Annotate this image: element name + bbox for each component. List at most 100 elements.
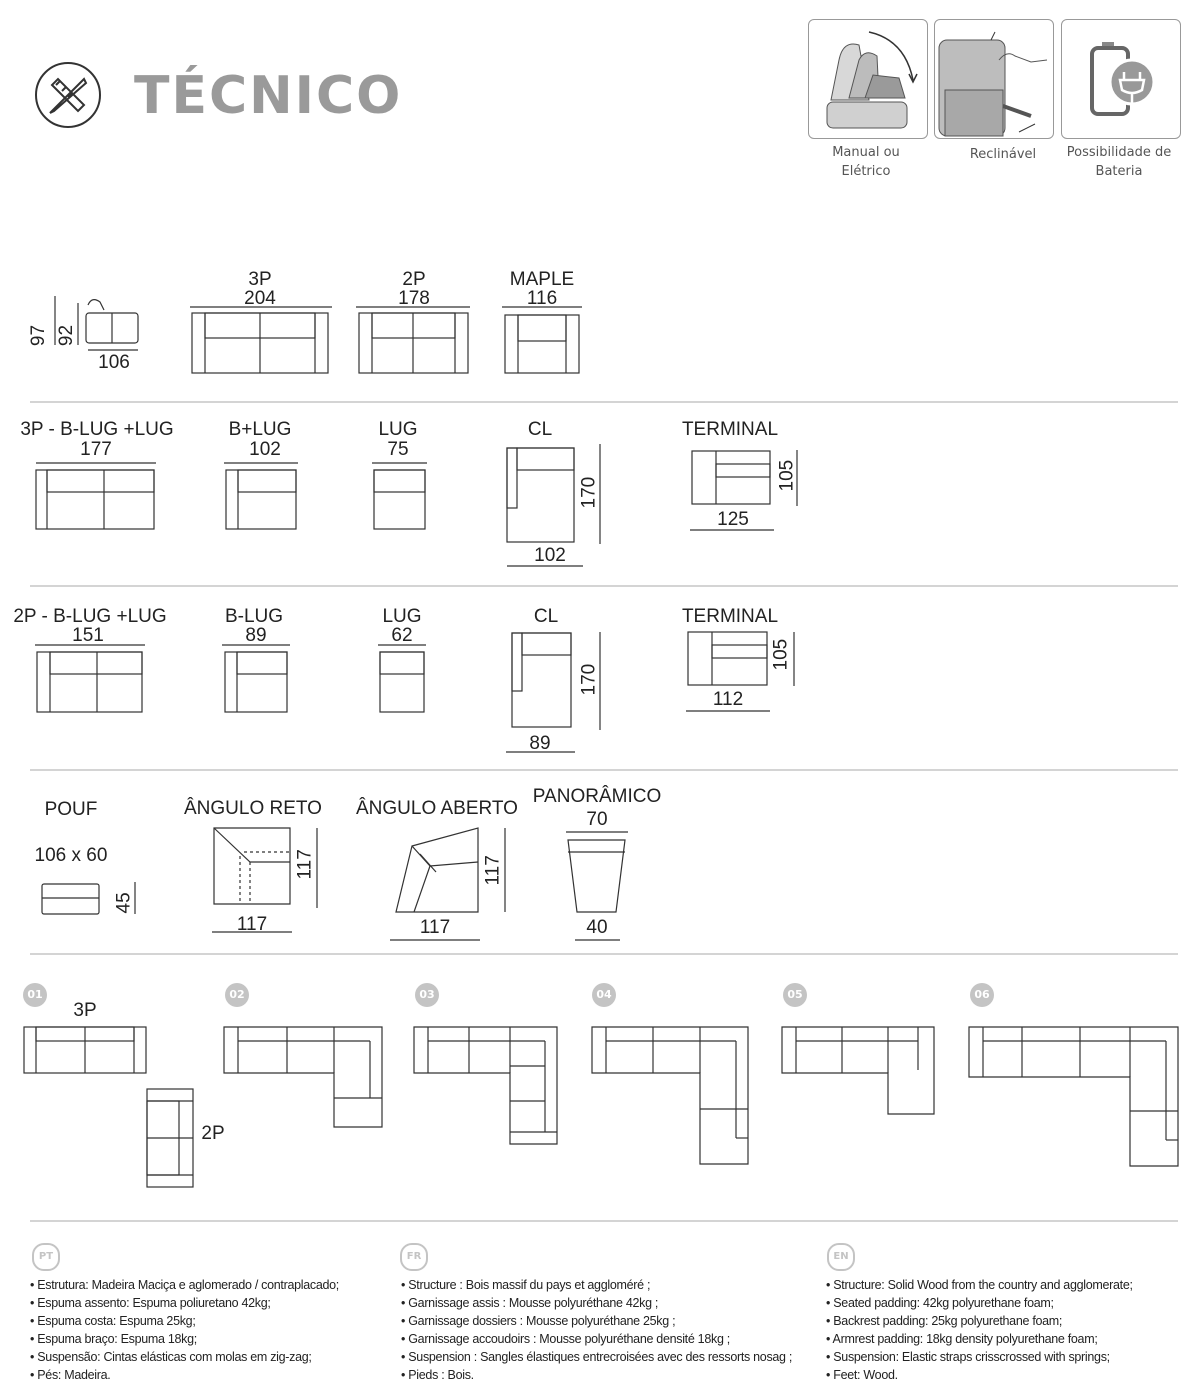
angulo-aberto-width: 117 (419, 917, 451, 938)
maple-drawing (502, 306, 582, 374)
cl-small-drawing (506, 632, 601, 753)
row2-item1-name: 3P - B-LUG +LUG (20, 419, 174, 440)
row3-item2-width: 89 (245, 625, 267, 646)
angulo-aberto-depth: 117 (482, 855, 504, 886)
config-number: 04 (592, 983, 616, 1007)
config-01-label-2p: 2P (201, 1123, 225, 1144)
row3-item1-name: 2P - B-LUG +LUG (13, 606, 167, 627)
pouf-height: 45 (113, 892, 135, 914)
cl-drawing (506, 444, 601, 567)
row3-item1-width: 151 (72, 625, 104, 646)
spec-line: • Espuma braço: Espuma 18kg; (30, 1332, 197, 1346)
spec-line: • Espuma costa: Espuma 25kg; (30, 1314, 196, 1328)
angulo-aberto-drawing (390, 827, 506, 941)
panoramico-name: PANORÂMICO (532, 786, 662, 807)
recliner-motion-icon (826, 31, 918, 129)
spec-line: • Pieds : Bois. (401, 1368, 474, 1382)
pouf-name: POUF (44, 799, 98, 820)
b-lug-drawing (222, 644, 290, 713)
row2-item4-name: CL (527, 419, 553, 440)
row3-item4-length: 170 (578, 663, 600, 696)
row2-item1-width: 177 (80, 439, 112, 460)
angulo-reto-width: 117 (236, 914, 268, 935)
angulo-reto-name: ÂNGULO RETO (184, 798, 322, 819)
row3-item5-width: 112 (712, 689, 744, 710)
page-title: TÉCNICO (134, 66, 403, 126)
lang-badge-pt: PT (32, 1243, 60, 1271)
panoramico-top: 70 (586, 809, 608, 830)
side-depth: 106 (98, 352, 130, 373)
item-maple-width: 116 (526, 288, 558, 309)
config-02-drawing (223, 1026, 383, 1128)
technical-pencil-ruler-icon (35, 62, 101, 128)
config-number: 02 (225, 983, 249, 1007)
spec-line: • Garnissage dossiers : Mousse polyuréth… (401, 1314, 676, 1328)
config-01-label-3p: 3P (73, 1000, 97, 1021)
row3-item4-name: CL (533, 606, 559, 627)
panoramico-bottom: 40 (586, 917, 608, 938)
blug-drawing (224, 462, 298, 530)
config-04-drawing (591, 1026, 749, 1165)
row3-item3-name: LUG (382, 606, 422, 627)
config-05-drawing (781, 1026, 935, 1115)
terminal-small-drawing (686, 631, 795, 712)
feature-reclinable (934, 19, 1054, 139)
spec-line: • Armrest padding: 18kg density polyuret… (826, 1332, 1098, 1346)
row3-item4-width: 89 (529, 733, 551, 754)
config-03-drawing (413, 1026, 558, 1145)
spec-list-fr: • Structure : Bois massif du pays et agg… (401, 1276, 792, 1384)
config-number: 03 (415, 983, 439, 1007)
spec-line: • Structure : Bois massif du pays et agg… (401, 1278, 651, 1292)
pouf-drawing (41, 882, 136, 915)
config-number: 01 (23, 983, 47, 1007)
spec-line: • Backrest padding: 25kg polyurethane fo… (826, 1314, 1063, 1328)
row2-item4-width: 102 (534, 545, 566, 566)
spec-line: • Seated padding: 42kg polyurethane foam… (826, 1296, 1054, 1310)
lang-badge-en: EN (827, 1243, 855, 1271)
row2-item4-length: 170 (578, 476, 600, 509)
row3-item5-name: TERMINAL (681, 606, 779, 627)
row2-item5-depth: 105 (776, 459, 798, 492)
angulo-reto-drawing (212, 827, 318, 933)
item-maple-name: MAPLE (509, 269, 575, 290)
lang-badge-fr: FR (400, 1243, 428, 1271)
spec-line: • Garnissage assis : Mousse polyuréthane… (401, 1296, 659, 1310)
3p-blug-lug-drawing (35, 462, 156, 530)
spec-line: • Garnissage accoudoirs : Mousse polyuré… (401, 1332, 730, 1346)
item-2p-width: 178 (398, 288, 430, 309)
feature-battery (1061, 19, 1181, 139)
row2-item5-name: TERMINAL (681, 419, 779, 440)
recliner-icon (938, 31, 1048, 137)
row3-item2-name: B-LUG (224, 606, 284, 627)
lug-small-drawing (378, 644, 426, 713)
feature-caption-2: Reclinável (969, 147, 1037, 162)
angulo-reto-depth: 117 (294, 849, 316, 880)
config-01-drawing (23, 1026, 194, 1188)
angulo-aberto-name: ÂNGULO ABERTO (356, 798, 518, 819)
spec-line: • Estrutura: Madeira Maciça e aglomerado… (30, 1278, 339, 1292)
row3-item5-depth: 105 (770, 638, 792, 671)
spec-line: • Suspension: Elastic straps crisscrosse… (826, 1350, 1110, 1364)
terminal-drawing (690, 450, 798, 531)
lug-drawing (372, 462, 427, 530)
side-profile-drawing (54, 296, 139, 351)
spec-line: • Suspensão: Cintas elásticas com molas … (30, 1350, 312, 1364)
config-number: 06 (970, 983, 994, 1007)
spec-line: • Espuma assento: Espuma poliuretano 42k… (30, 1296, 271, 1310)
pouf-size: 106 x 60 (34, 845, 108, 866)
spec-line: • Suspension : Sangles élastiques entrec… (401, 1350, 793, 1364)
spec-line: • Structure: Solid Wood from the country… (826, 1278, 1133, 1292)
row2-item2-name: B+LUG (228, 419, 292, 440)
spec-list-pt: • Estrutura: Madeira Maciça e aglomerado… (30, 1276, 339, 1384)
item-3p-width: 204 (244, 288, 276, 309)
config-06-drawing (968, 1026, 1179, 1167)
panoramico-drawing (566, 831, 628, 941)
row2-item2-width: 102 (249, 439, 281, 460)
spec-line: • Feet: Wood. (826, 1368, 898, 1382)
spec-line: • Pés: Madeira. (30, 1368, 111, 1382)
item-2p-name: 2P (402, 269, 426, 290)
row2-item3-width: 75 (387, 439, 409, 460)
